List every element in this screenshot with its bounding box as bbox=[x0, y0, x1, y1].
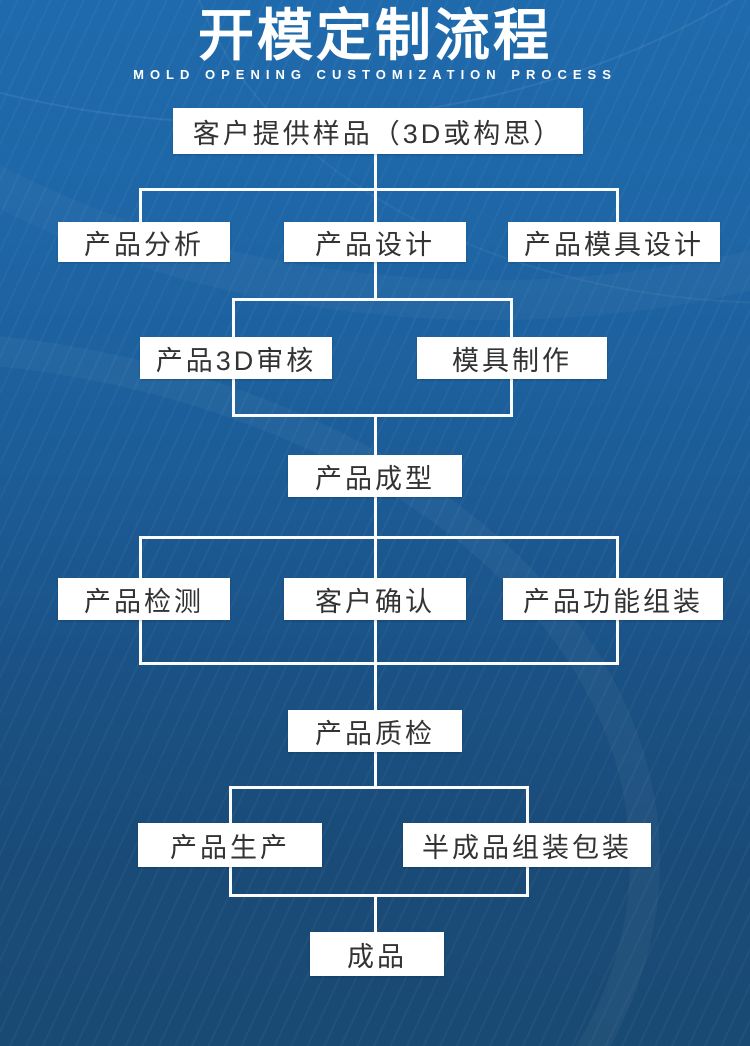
connector-line bbox=[373, 262, 377, 300]
header: 开模定制流程 MOLD OPENING CUSTOMIZATION PROCES… bbox=[0, 0, 750, 83]
connector-line bbox=[231, 298, 513, 301]
node-product-3d-review: 产品3D审核 bbox=[140, 337, 332, 379]
connector-line bbox=[615, 620, 619, 665]
connector-line bbox=[615, 536, 619, 580]
node-product-inspection: 产品检测 bbox=[58, 578, 230, 620]
page-title: 开模定制流程 bbox=[198, 4, 552, 67]
connector-line bbox=[373, 414, 377, 457]
node-semi-finished-assembly-packing: 半成品组装包装 bbox=[403, 823, 651, 867]
node-product-molding: 产品成型 bbox=[288, 455, 462, 497]
connector-line bbox=[373, 662, 377, 712]
connector-line bbox=[138, 188, 619, 191]
node-mold-making: 模具制作 bbox=[417, 337, 607, 379]
page-subtitle: MOLD OPENING CUSTOMIZATION PROCESS bbox=[133, 67, 617, 82]
connector-line bbox=[231, 379, 235, 417]
connector-line bbox=[228, 894, 529, 897]
node-product-production: 产品生产 bbox=[138, 823, 322, 867]
connector-line bbox=[228, 867, 232, 897]
connector-line bbox=[231, 298, 235, 339]
connector-line bbox=[509, 298, 513, 339]
connector-line bbox=[231, 414, 513, 417]
connector-line bbox=[373, 188, 377, 224]
connector-line bbox=[525, 867, 529, 897]
connector-line bbox=[373, 536, 377, 580]
connector-line bbox=[373, 752, 377, 789]
node-product-quality-check: 产品质检 bbox=[288, 710, 462, 752]
node-customer-sample: 客户提供样品（3D或构思） bbox=[173, 108, 583, 154]
connector-line bbox=[509, 379, 513, 417]
node-customer-confirm: 客户确认 bbox=[284, 578, 466, 620]
connector-line bbox=[373, 497, 377, 538]
connector-line bbox=[138, 536, 619, 539]
connector-line bbox=[373, 620, 377, 665]
node-product-mold-design: 产品模具设计 bbox=[508, 222, 720, 262]
node-product-design: 产品设计 bbox=[284, 222, 466, 262]
connector-line bbox=[615, 188, 619, 224]
connector-line bbox=[228, 786, 232, 825]
connector-line bbox=[138, 662, 619, 665]
connector-line bbox=[138, 536, 142, 580]
connector-line bbox=[228, 786, 529, 789]
connector-line bbox=[373, 894, 377, 934]
connector-line bbox=[138, 620, 142, 665]
node-finished-product: 成品 bbox=[310, 932, 444, 976]
connector-line bbox=[525, 786, 529, 825]
node-product-analysis: 产品分析 bbox=[58, 222, 230, 262]
connector-line bbox=[138, 188, 142, 224]
node-product-function-assembly: 产品功能组装 bbox=[503, 578, 723, 620]
connector-line bbox=[373, 154, 377, 190]
